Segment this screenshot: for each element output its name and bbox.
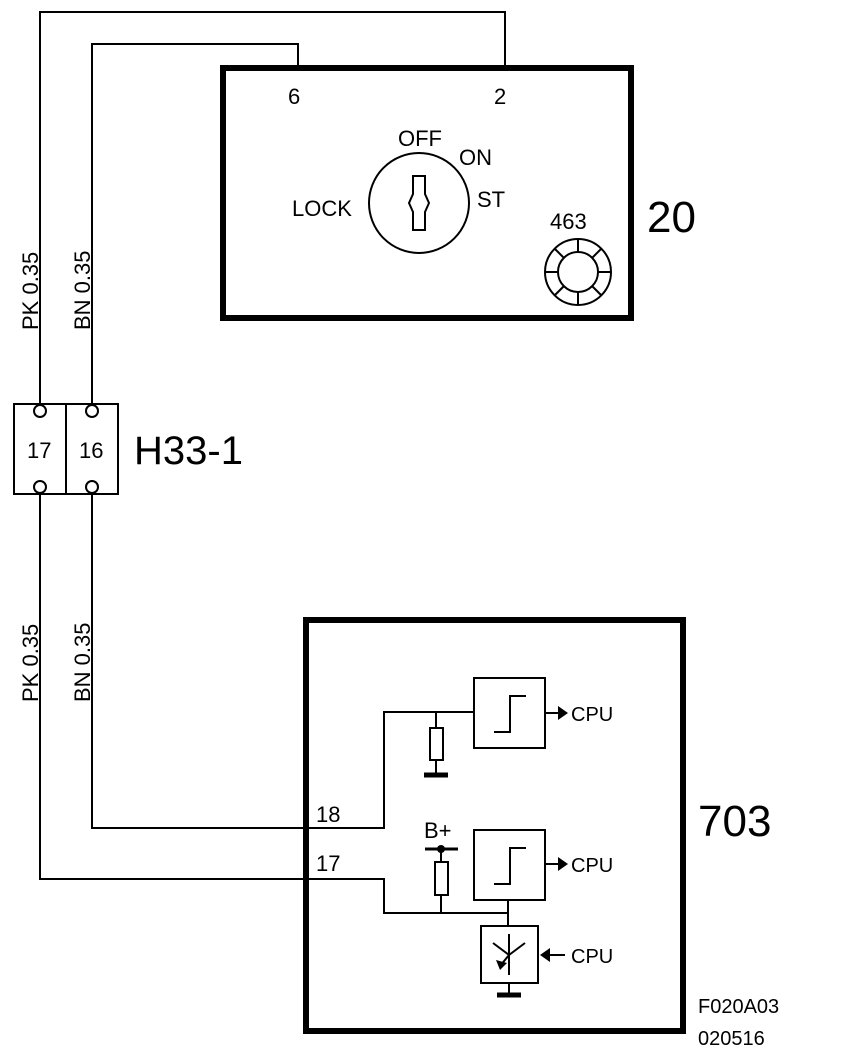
supply-label: B+ [424, 818, 452, 843]
lower-input-stage: B+ CPU CPU [424, 818, 613, 998]
lower-wires: PK 0.35 BN 0.35 [18, 493, 508, 914]
position-off-label: OFF [398, 126, 442, 151]
illumination-ring-icon [544, 238, 612, 306]
bn-wire-upper [91, 43, 299, 405]
upper-input-stage: CPU [424, 677, 613, 778]
bn-wire-lower [91, 493, 474, 829]
schmitt-trigger-icon [494, 695, 526, 733]
arrow-left-icon [540, 948, 550, 962]
module-pin-17-label: 17 [316, 851, 340, 876]
position-st-label: ST [477, 187, 505, 212]
arrow-right-icon [558, 857, 568, 871]
bn-lower-label: BN 0.35 [70, 623, 95, 703]
ignition-switch-id: 20 [647, 193, 696, 242]
cpu-input-label-3: CPU [571, 946, 613, 968]
module-pin-18-label: 18 [316, 802, 340, 827]
pk-lower-label: PK 0.35 [18, 624, 43, 702]
ignition-switch-box [220, 65, 634, 321]
connector-pin-icon [85, 480, 99, 494]
cpu-output-label-1: CPU [571, 704, 613, 726]
connector-pin-icon [33, 480, 47, 494]
upper-wires: PK 0.35 BN 0.35 [18, 11, 506, 405]
control-module-box [303, 617, 686, 1034]
figure-code: F020A03 [698, 996, 779, 1018]
bn-upper-label: BN 0.35 [70, 251, 95, 331]
connector-pin-16-label: 16 [79, 438, 103, 463]
transistor-icon [492, 934, 526, 975]
pin-2-label: 2 [494, 84, 506, 109]
connector-h33-1: 17 16 H33-1 [13, 403, 243, 495]
arrow-right-icon [558, 706, 568, 720]
position-on-label: ON [459, 145, 492, 170]
pin-6-label: 6 [288, 84, 300, 109]
control-module: 18 17 703 CPU B+ CPU [303, 617, 771, 1034]
pk-wire-lower [39, 493, 508, 914]
schmitt-trigger-icon [494, 847, 526, 885]
resistor-icon [434, 861, 449, 896]
connector-pin-17-label: 17 [27, 438, 51, 463]
connector-id: H33-1 [134, 429, 243, 473]
control-module-id: 703 [698, 797, 771, 846]
pk-wire-upper [39, 11, 506, 405]
date-code: 020516 [698, 1028, 765, 1050]
ignition-switch: 6 2 OFF ON LOCK ST 463 20 [220, 65, 696, 321]
connector-pin-icon [33, 404, 47, 418]
position-lock-label: LOCK [292, 196, 352, 221]
pk-upper-label: PK 0.35 [18, 252, 43, 330]
resistor-icon [429, 727, 444, 761]
key-cylinder-icon [368, 152, 470, 254]
ring-id-label: 463 [550, 209, 587, 234]
cpu-output-label-2: CPU [571, 855, 613, 877]
connector-pin-icon [85, 404, 99, 418]
